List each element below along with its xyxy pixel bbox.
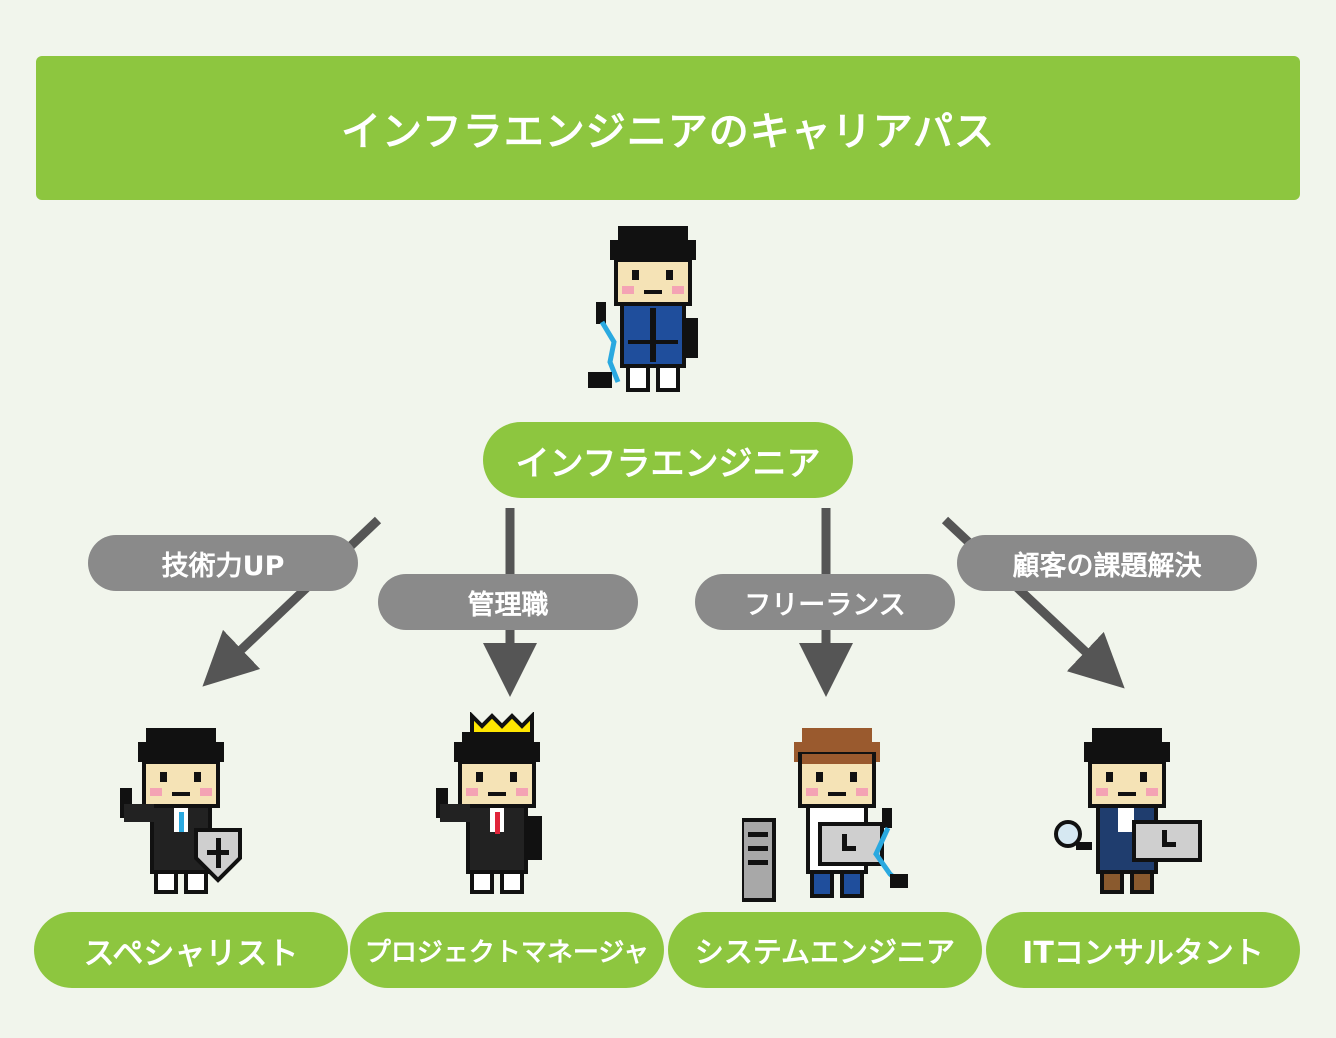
edge-label-problem-solving-text: 顧客の課題解決	[1012, 550, 1202, 582]
edge-label-management: 管理職	[378, 574, 638, 630]
manager-with-crown-character	[436, 712, 542, 894]
edge-label-freelance-text: フリーランス	[744, 589, 906, 621]
root-node: インフラエンジニア	[483, 422, 853, 498]
diagram-title: インフラエンジニアのキャリアパス	[341, 109, 995, 155]
consultant-with-magnifier-character	[1054, 728, 1202, 894]
network-engineer-character	[588, 226, 698, 392]
edge-label-freelance: フリーランス	[695, 574, 955, 630]
title-banner: インフラエンジニアのキャリアパス	[36, 56, 1300, 200]
leaf-node-it-consultant: ITコンサルタント	[986, 912, 1300, 988]
edge-label-skill-up-text: 技術力UP	[161, 550, 285, 582]
system-engineer-with-laptop-character	[742, 728, 908, 902]
leaf-node-it-consultant-label: ITコンサルタント	[1022, 936, 1264, 971]
arrow-to-specialist	[202, 516, 382, 687]
leaf-node-specialist-label: スペシャリスト	[83, 935, 299, 972]
specialist-with-shield-character	[120, 728, 242, 894]
leaf-node-project-manager: プロジェクトマネージャ	[350, 912, 664, 988]
edge-label-management-text: 管理職	[467, 589, 549, 621]
root-node-label: インフラエンジニア	[515, 443, 821, 484]
leaf-node-specialist: スペシャリスト	[34, 912, 348, 988]
leaf-node-system-engineer-label: システムエンジニア	[694, 935, 956, 969]
edge-label-skill-up: 技術力UP	[88, 535, 358, 591]
leaf-node-system-engineer: システムエンジニア	[668, 912, 982, 988]
leaf-node-project-manager-label: プロジェクトマネージャ	[364, 937, 650, 968]
edge-label-problem-solving: 顧客の課題解決	[957, 535, 1257, 591]
